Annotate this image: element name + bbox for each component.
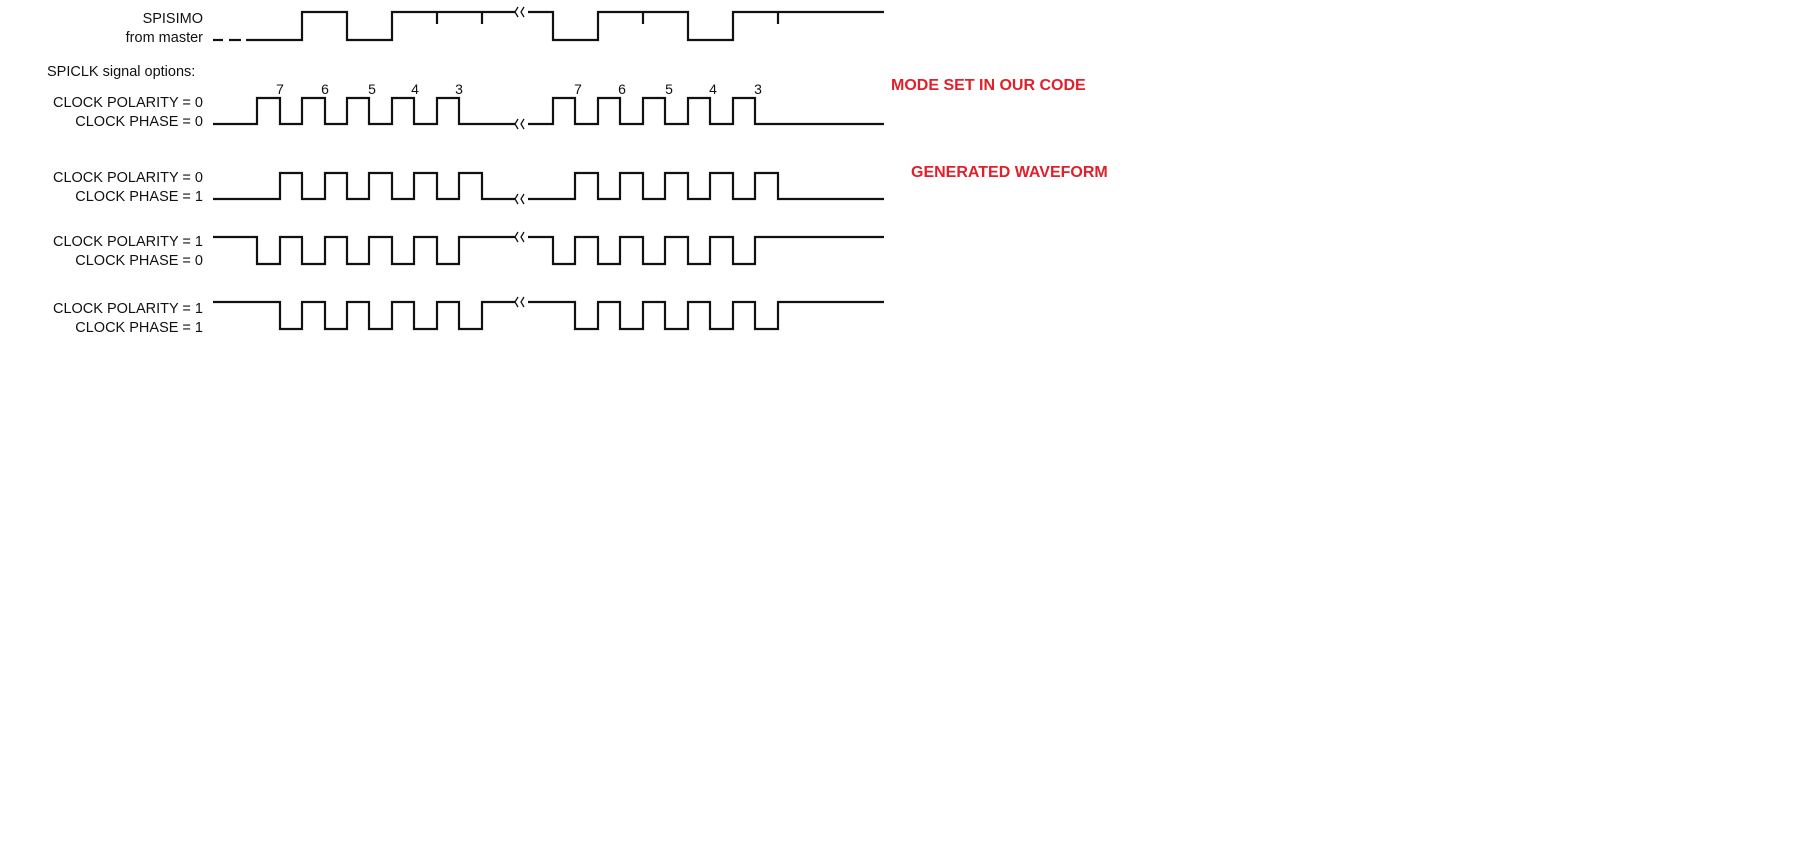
label-cpol0-cpha1-phase: CLOCK PHASE = 1 [75,189,203,205]
bit-number-first-5: 5 [368,81,376,97]
spiclk-cpol1-cpha1-waveform-a [213,300,515,331]
label-cpol1-cpha1-phase: CLOCK PHASE = 1 [75,320,203,336]
spiclk-cpol0-cpha0-waveform-b [528,96,884,126]
label-cpol0-cpha0-phase: CLOCK PHASE = 0 [75,114,203,130]
label-from-master: from master [125,30,203,46]
label-cpol0-cpha0-polarity: CLOCK POLARITY = 0 [52,95,203,111]
label-cpol1-cpha1-polarity: CLOCK POLARITY = 1 [52,301,203,317]
spisimo-waveform-b [528,10,884,42]
break-marker-cpol1-cpha1 [514,296,525,308]
spiclk-cpol1-cpha1-waveform-b [528,300,884,331]
label-spiclk-options: SPICLK signal options: [47,64,196,80]
bit-number-second-3: 3 [754,81,762,97]
label-spisimo: SPISIMO [142,11,203,27]
break-marker-cpol1-cpha0 [514,231,525,243]
spiclk-cpol1-cpha0-waveform-a [213,235,515,266]
bit-number-second-6: 6 [618,81,626,97]
annotation-generated-waveform: GENERATED WAVEFORM [911,164,1108,181]
spiclk-cpol0-cpha1-waveform-b [528,171,884,201]
break-marker-cpol0-cpha0 [514,118,525,130]
annotation-mode-set: MODE SET IN OUR CODE [891,77,1086,94]
label-cpol1-cpha0-polarity: CLOCK POLARITY = 1 [52,234,203,250]
bit-number-second-5: 5 [665,81,673,97]
bit-number-first-6: 6 [321,81,329,97]
spiclk-cpol0-cpha1-waveform-a [213,171,515,201]
bit-number-second-4: 4 [709,81,717,97]
spisimo-waveform-a [246,10,515,42]
bit-number-first-3: 3 [455,81,463,97]
spiclk-cpol1-cpha0-waveform-b [528,235,884,266]
bit-number-first-7: 7 [276,81,284,97]
break-marker-cpol0-cpha1 [514,193,525,205]
bit-number-first-4: 4 [411,81,419,97]
break-marker-spisimo [514,6,525,18]
label-cpol1-cpha0-phase: CLOCK PHASE = 0 [75,253,203,269]
bit-number-second-7: 7 [574,81,582,97]
spiclk-cpol0-cpha0-waveform-a [213,96,515,126]
label-cpol0-cpha1-polarity: CLOCK POLARITY = 0 [52,170,203,186]
